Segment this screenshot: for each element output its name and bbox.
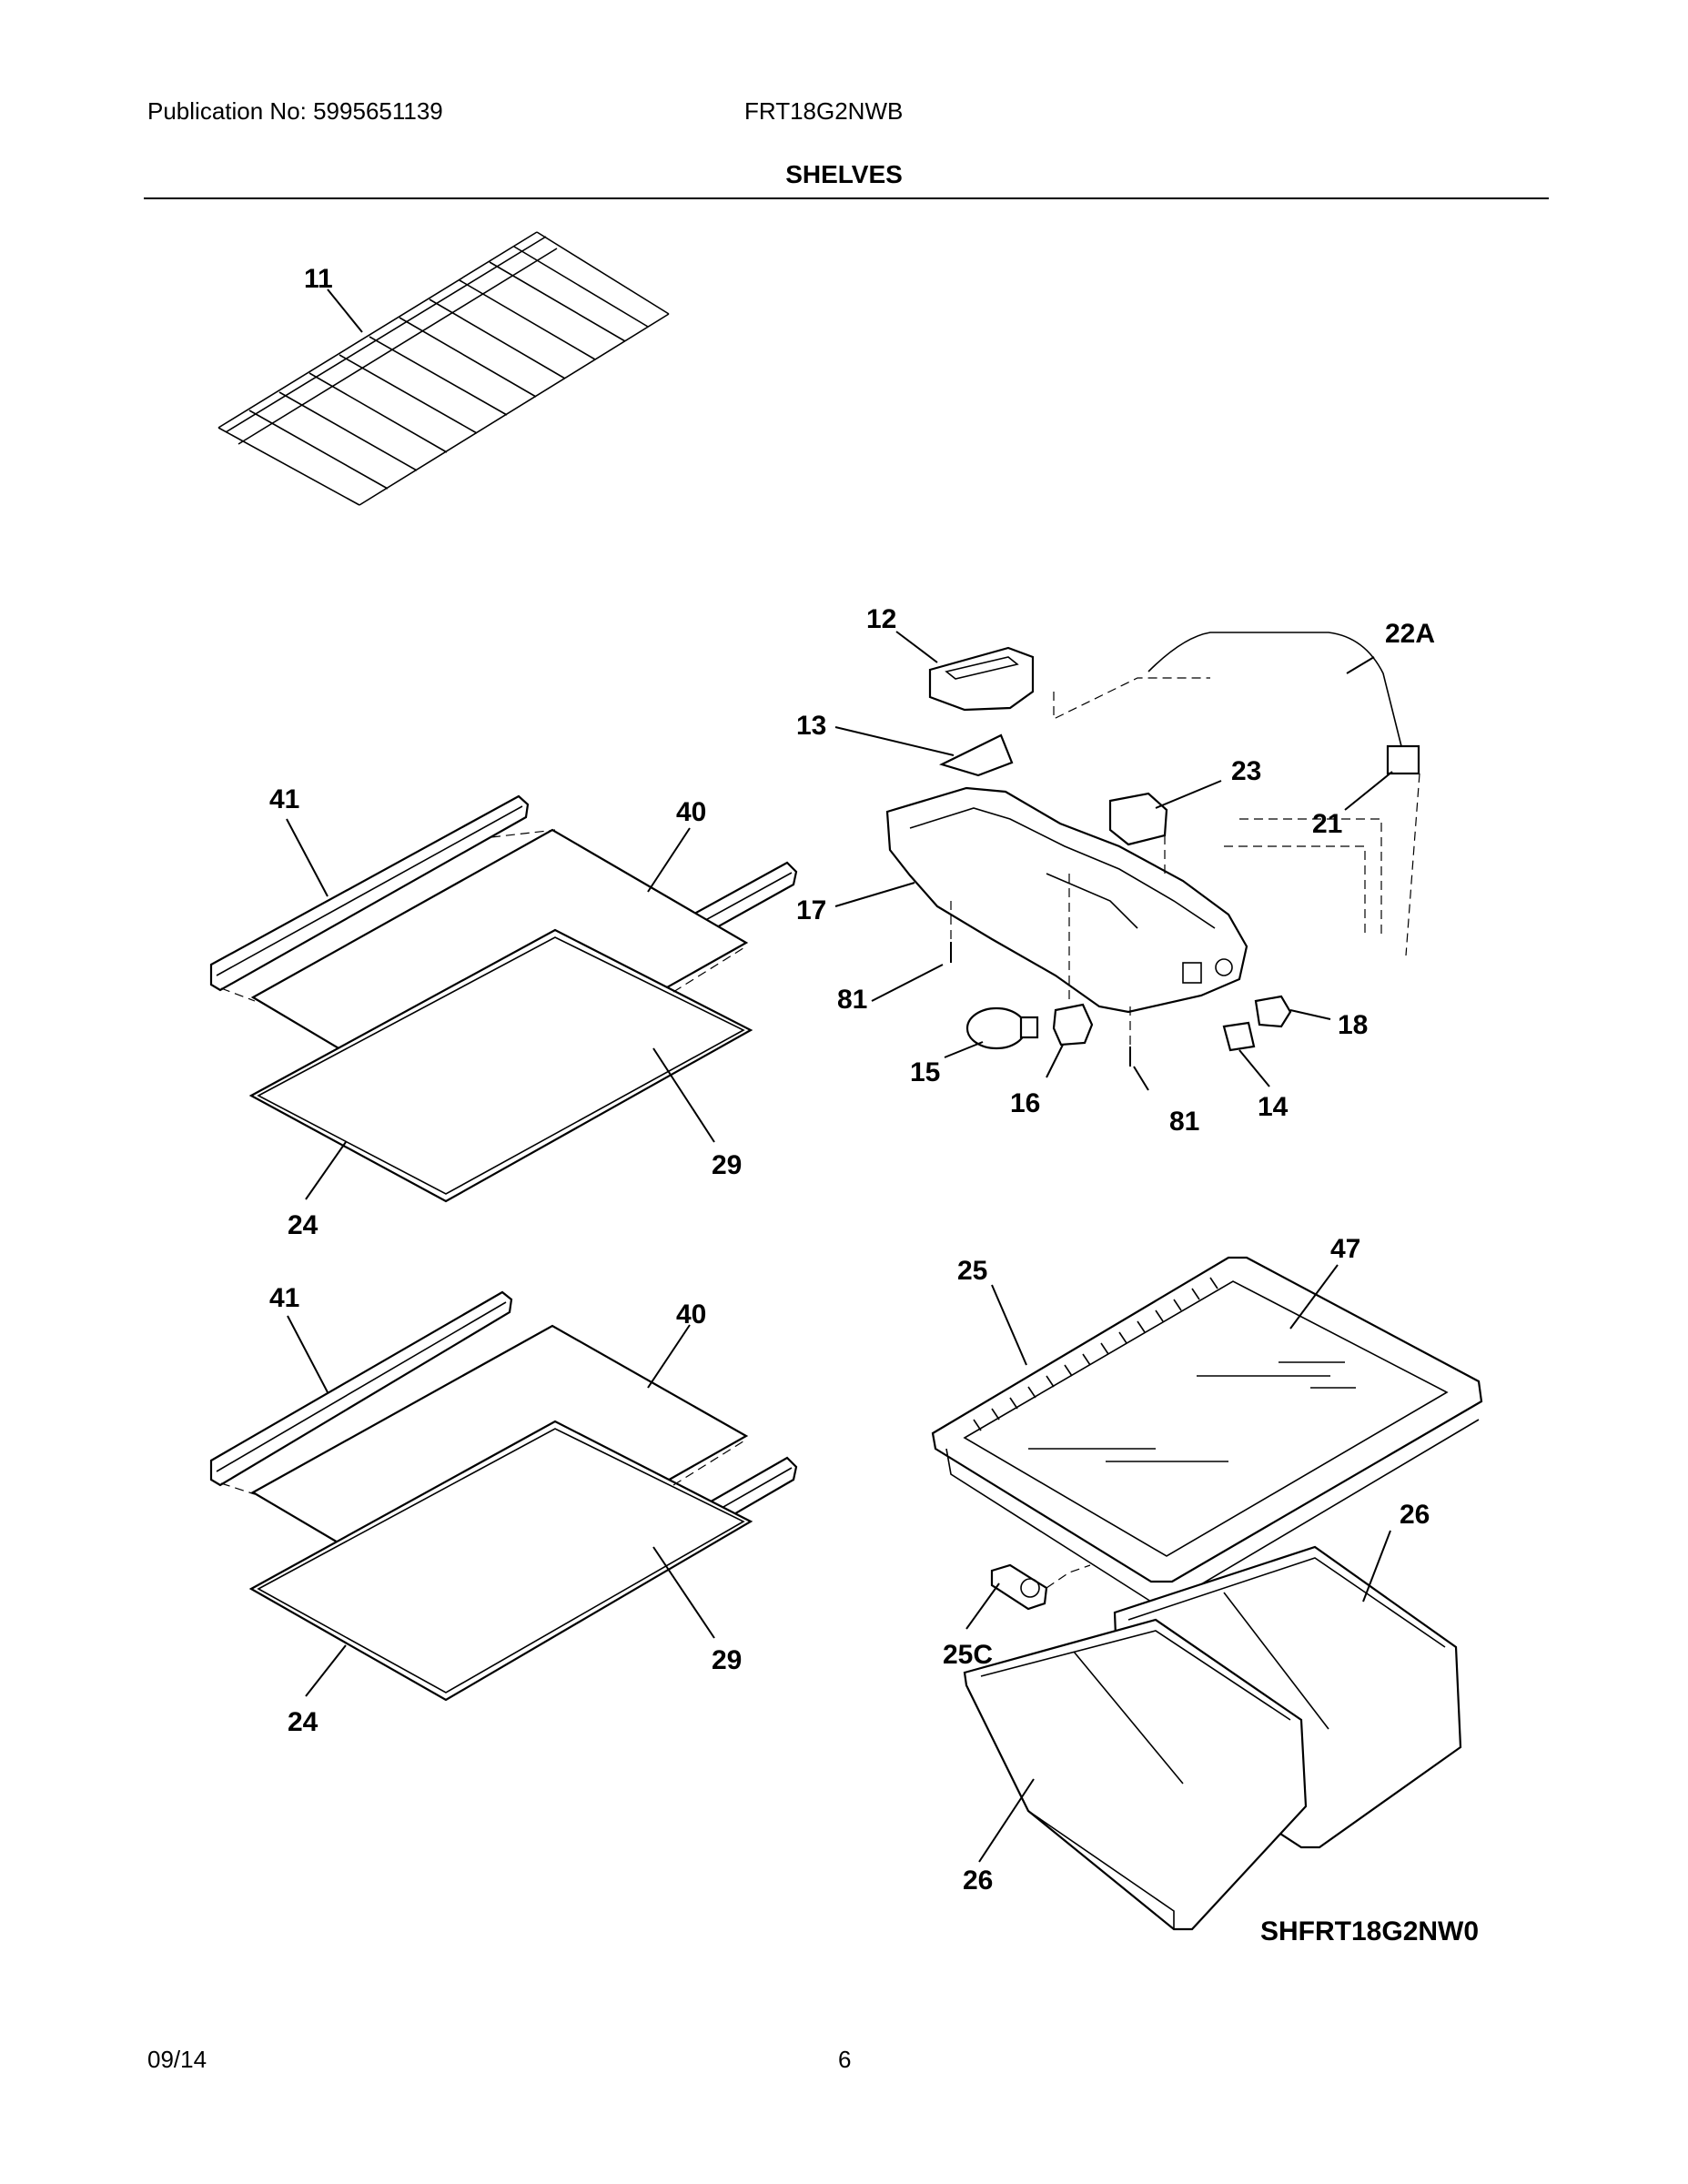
callout-41-upper: 41 — [269, 784, 299, 814]
wire-shelf-part-11 — [217, 231, 670, 506]
callout-29-lower: 29 — [712, 1645, 742, 1675]
publication-number: Publication No: 5995651139 — [147, 97, 443, 125]
callout-13: 13 — [796, 711, 826, 741]
callout-81-left: 81 — [837, 985, 867, 1015]
callout-26-right: 26 — [1400, 1500, 1430, 1530]
callout-11: 11 — [304, 264, 333, 294]
callout-25c: 25C — [943, 1640, 993, 1670]
shelf-frame-part-24-lower — [248, 1420, 753, 1702]
crisper-glass-part-47 — [1028, 1361, 1356, 1462]
callout-24-lower: 24 — [288, 1707, 318, 1737]
callout-15: 15 — [910, 1057, 940, 1087]
callout-24-upper: 24 — [288, 1210, 318, 1240]
switch-part-18 — [1254, 995, 1292, 1028]
callout-47: 47 — [1330, 1234, 1360, 1264]
shelf-trim-part-41-upper — [209, 794, 530, 992]
model-number: FRT18G2NWB — [744, 97, 904, 125]
crisper-assembly — [931, 1256, 1483, 1931]
light-housing-assembly — [834, 631, 1420, 1091]
thermostat-part-23 — [1108, 792, 1168, 846]
diagram-code: SHFRT18G2NW0 — [1260, 1916, 1479, 1946]
callout-14: 14 — [1258, 1092, 1289, 1122]
callout-81-right: 81 — [1169, 1107, 1199, 1137]
callout-23: 23 — [1231, 756, 1261, 786]
glass-shelf-assembly-lower — [209, 1290, 798, 1702]
callout-41-lower: 41 — [269, 1283, 299, 1313]
cover-clip-part-25c — [990, 1563, 1048, 1611]
callout-29-upper: 29 — [712, 1150, 742, 1180]
crisper-drawer-part-26-left — [963, 1618, 1308, 1931]
callout-40-lower: 40 — [676, 1299, 706, 1330]
page-number: 6 — [838, 2046, 852, 2073]
capillary-tube-part-22a — [1147, 632, 1402, 747]
callout-40-upper: 40 — [676, 797, 706, 827]
light-socket-part-16 — [1052, 1003, 1094, 1046]
header-rule — [144, 197, 1549, 199]
callout-17: 17 — [796, 895, 826, 925]
section-title: SHELVES — [785, 160, 903, 188]
light-housing-part-17 — [885, 786, 1248, 1014]
switch-part-14 — [1222, 1021, 1256, 1052]
shelf-frame-part-24-upper — [248, 928, 753, 1203]
callout-26-left: 26 — [963, 1866, 993, 1896]
callout-12: 12 — [866, 604, 896, 634]
light-lens-part-13 — [939, 733, 1014, 777]
footer-date: 09/14 — [147, 2046, 207, 2073]
callout-18: 18 — [1338, 1010, 1368, 1040]
light-shield-part-12 — [928, 646, 1035, 712]
light-bulb-part-15 — [965, 1006, 1027, 1050]
callout-25: 25 — [957, 1256, 987, 1286]
glass-shelf-assembly-upper — [209, 794, 798, 1203]
callout-21: 21 — [1312, 809, 1342, 839]
callout-16: 16 — [1010, 1088, 1040, 1118]
control-part-21 — [1386, 744, 1420, 775]
shelf-trim-part-41-lower — [209, 1290, 513, 1487]
callout-22a: 22A — [1385, 619, 1435, 649]
